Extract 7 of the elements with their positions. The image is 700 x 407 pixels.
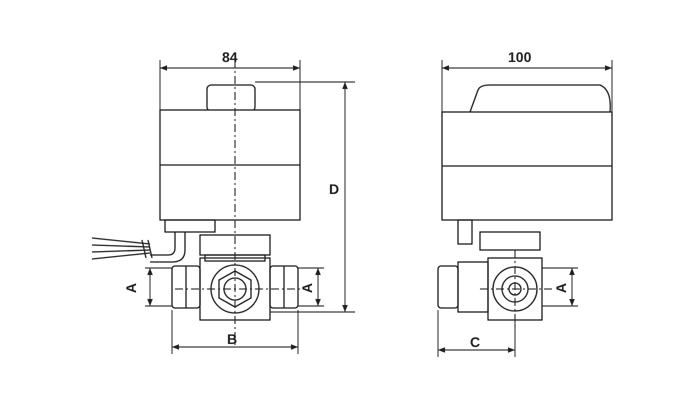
dimension-label: 84 [222, 50, 238, 64]
dimension-label: C [470, 335, 480, 349]
dimension-label: A [124, 282, 138, 294]
dimension-label: D [329, 182, 340, 196]
dimension-label: 100 [508, 50, 532, 64]
dimension-label: A [554, 282, 568, 294]
dimension-label: A [300, 282, 314, 294]
